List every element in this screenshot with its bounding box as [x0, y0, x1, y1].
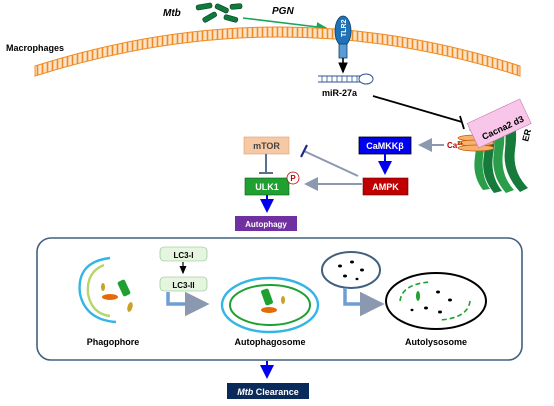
- mir27a-hairpin: [318, 73, 374, 85]
- phospho-badge: [286, 171, 300, 185]
- flow-arrow-2: [343, 288, 385, 317]
- ampk-label: AMPK: [372, 182, 399, 192]
- er-structure: [469, 108, 528, 193]
- pgn-arrow: [242, 17, 328, 32]
- ampk-box: [362, 177, 409, 196]
- mtor-label: mTOR: [253, 141, 280, 151]
- calcium-label: Ca2+: [447, 141, 463, 150]
- phagophore: [78, 256, 133, 324]
- mtb-clearance-box: [227, 383, 309, 399]
- mtb-bacteria-cluster: [195, 2, 243, 23]
- ulk1-label: ULK1: [255, 182, 279, 192]
- autolysosome: [385, 272, 487, 330]
- autophagosome: [220, 276, 320, 334]
- ampk-inhibits-mtor: [303, 150, 359, 177]
- lc3-1-label: LC3-I: [174, 251, 194, 260]
- pgn-label: PGN: [272, 6, 294, 17]
- flow-arrow-1: [166, 291, 210, 317]
- autophagy-label: Autophagy: [245, 220, 287, 229]
- lc3-2-box: [159, 276, 208, 292]
- autolysosome-label: Autolysosome: [405, 337, 467, 347]
- cell-membrane: [34, 26, 521, 77]
- inhibit-bar: [300, 144, 308, 158]
- mir27a-inhibits-cacna2d3: [372, 95, 463, 123]
- tlr2-receptor: TLR2: [334, 15, 352, 59]
- phagophore-label: Phagophore: [87, 337, 140, 347]
- lc3-1-box: [159, 246, 208, 262]
- tlr2-label: TLR2: [341, 19, 348, 37]
- lysosome: [321, 251, 381, 289]
- macrophages-label: Macrophages: [6, 43, 64, 53]
- camkk-label: CaMKKβ: [366, 141, 404, 151]
- lc3-2-label: LC3-II: [172, 281, 194, 290]
- er-label: ER: [520, 127, 533, 142]
- mtb-clearance-label: Mtb Clearance: [237, 387, 299, 397]
- cacna2d3-box: [466, 98, 532, 149]
- autophagy-box: [235, 216, 297, 231]
- mtb-label: Mtb: [163, 8, 181, 19]
- mir27a-label: miR-27a: [322, 88, 358, 98]
- autophagy-process-panel: [36, 237, 523, 361]
- inhibit-bar: [459, 115, 465, 130]
- autophagosome-label: Autophagosome: [235, 337, 306, 347]
- phospho-label: P: [290, 174, 296, 183]
